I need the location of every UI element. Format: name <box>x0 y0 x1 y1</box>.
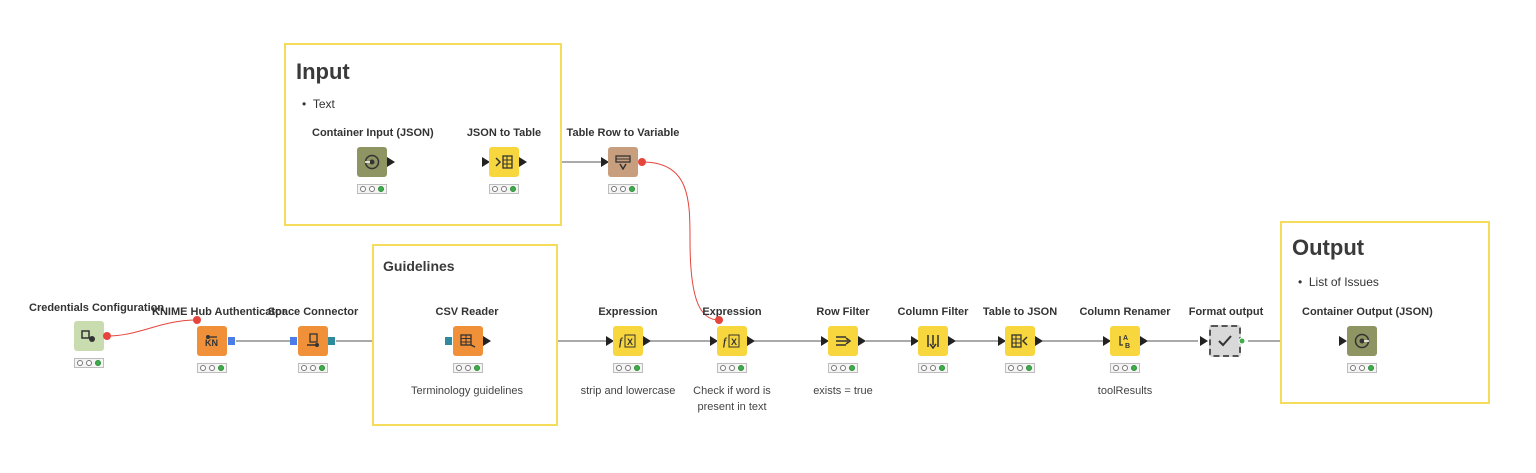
container-input-icon[interactable] <box>357 147 387 177</box>
status-space-connector <box>298 363 328 373</box>
annotation-guidelines-title: Guidelines <box>383 258 455 274</box>
svg-text:X: X <box>627 337 633 347</box>
output-port-container-input[interactable] <box>387 157 395 167</box>
node-title-container-input-json: Container Input (JSON) <box>312 127 434 139</box>
annotation-input-bullet: • Text <box>302 97 335 111</box>
status-column-renamer <box>1110 363 1140 373</box>
input-port-space-connector[interactable] <box>290 337 297 345</box>
input-port-expression-1[interactable] <box>606 336 614 346</box>
input-port-table-to-json[interactable] <box>998 336 1006 346</box>
output-port-space-connector[interactable] <box>328 337 335 345</box>
input-port-expression-2[interactable] <box>710 336 718 346</box>
annotation-output-title: Output <box>1292 235 1365 260</box>
output-port-authenticator[interactable] <box>228 337 235 345</box>
node-title-json-to-table: JSON to Table <box>466 127 542 139</box>
row-to-variable-icon[interactable] <box>608 147 638 177</box>
table-to-json-icon[interactable] <box>1005 326 1035 356</box>
status-expression-2 <box>717 363 747 373</box>
svg-text:X: X <box>731 337 737 347</box>
status-container-output <box>1347 363 1377 373</box>
output-port-expression-1[interactable] <box>643 336 651 346</box>
comment-csv-reader: Terminology guidelines <box>411 385 523 397</box>
connector-icon[interactable] <box>298 326 328 356</box>
svg-text:f: f <box>619 337 624 348</box>
comment-column-renamer: toolResults <box>1097 385 1153 397</box>
status-container-input <box>357 184 387 194</box>
node-title-space-connector: Space Connector <box>267 306 359 318</box>
svg-text:f: f <box>723 337 728 348</box>
node-title-knime-hub-authenticator: KNIME Hub Authenticator <box>152 306 287 318</box>
node-title-table-row-to-variable: Table Row to Variable <box>566 127 680 139</box>
column-filter-icon[interactable] <box>918 326 948 356</box>
status-credentials-configuration <box>74 358 104 368</box>
node-title-container-output-json: Container Output (JSON) <box>1302 306 1433 318</box>
status-expression-1 <box>613 363 643 373</box>
status-knime-hub-authenticator <box>197 363 227 373</box>
flow-variable-input-port-authenticator[interactable] <box>192 315 202 325</box>
input-port-column-filter[interactable] <box>911 336 919 346</box>
comment-expression-1: strip and lowercase <box>580 385 676 397</box>
input-port-column-renamer[interactable] <box>1103 336 1111 346</box>
svg-text:B: B <box>1125 343 1130 349</box>
output-port-expression-2[interactable] <box>747 336 755 346</box>
input-port-csv-reader[interactable] <box>445 337 452 345</box>
node-title-row-filter: Row Filter <box>816 306 870 318</box>
node-title-column-renamer: Column Renamer <box>1079 306 1171 318</box>
flow-variable-connection-credentials-to-authenticator[interactable] <box>106 319 198 337</box>
input-port-format-output[interactable] <box>1200 336 1208 346</box>
status-table-to-json <box>1005 363 1035 373</box>
input-port-row-filter[interactable] <box>821 336 829 346</box>
status-csv-reader <box>453 363 483 373</box>
flow-variable-input-port-expression-2[interactable] <box>714 315 724 325</box>
node-title-table-to-json: Table to JSON <box>982 306 1058 318</box>
annotation-output[interactable]: Output • List of Issues <box>1280 221 1490 404</box>
annotation-output-bullet: • List of Issues <box>1298 275 1379 289</box>
status-row-filter <box>828 363 858 373</box>
output-port-format-output[interactable] <box>1238 337 1246 345</box>
container-output-icon[interactable] <box>1347 326 1377 356</box>
node-title-column-filter: Column Filter <box>897 306 969 318</box>
row-filter-icon[interactable] <box>828 326 858 356</box>
output-port-json-to-table[interactable] <box>519 157 527 167</box>
output-port-csv-reader[interactable] <box>483 336 491 346</box>
node-title-csv-reader: CSV Reader <box>435 306 499 318</box>
input-port-container-output[interactable] <box>1339 336 1347 346</box>
annotation-input[interactable]: Input • Text <box>284 43 562 226</box>
input-port-table-row-to-variable[interactable] <box>601 157 609 167</box>
output-port-row-filter[interactable] <box>858 336 866 346</box>
flow-variable-connection-row-to-variable-to-expression[interactable] <box>641 161 720 321</box>
knime-hub-icon[interactable]: KN <box>197 326 227 356</box>
input-port-json-to-table[interactable] <box>482 157 490 167</box>
output-port-column-filter[interactable] <box>948 336 956 346</box>
svg-text:A: A <box>1123 335 1128 342</box>
svg-text:KN: KN <box>205 338 218 348</box>
comment-expression-2: Check if word is present in text <box>693 385 771 413</box>
credentials-icon[interactable] <box>74 321 104 351</box>
component-check-icon[interactable] <box>1209 325 1241 357</box>
node-title-credentials-configuration: Credentials Configuration <box>29 302 165 314</box>
status-json-to-table <box>489 184 519 194</box>
table-reader-icon[interactable] <box>453 326 483 356</box>
status-column-filter <box>918 363 948 373</box>
annotation-input-title: Input <box>296 59 350 84</box>
flow-variable-port-table-row-to-variable[interactable] <box>637 157 647 167</box>
json-to-table-icon[interactable] <box>489 147 519 177</box>
node-title-format-output: Format output <box>1188 306 1264 318</box>
output-port-column-renamer[interactable] <box>1140 336 1148 346</box>
node-title-expression-1: Expression <box>598 306 658 318</box>
status-table-row-to-variable <box>608 184 638 194</box>
flow-variable-port-credentials[interactable] <box>102 331 112 341</box>
node-title-expression-2: Expression <box>702 306 762 318</box>
comment-row-filter: exists = true <box>813 385 873 397</box>
output-port-table-to-json[interactable] <box>1035 336 1043 346</box>
